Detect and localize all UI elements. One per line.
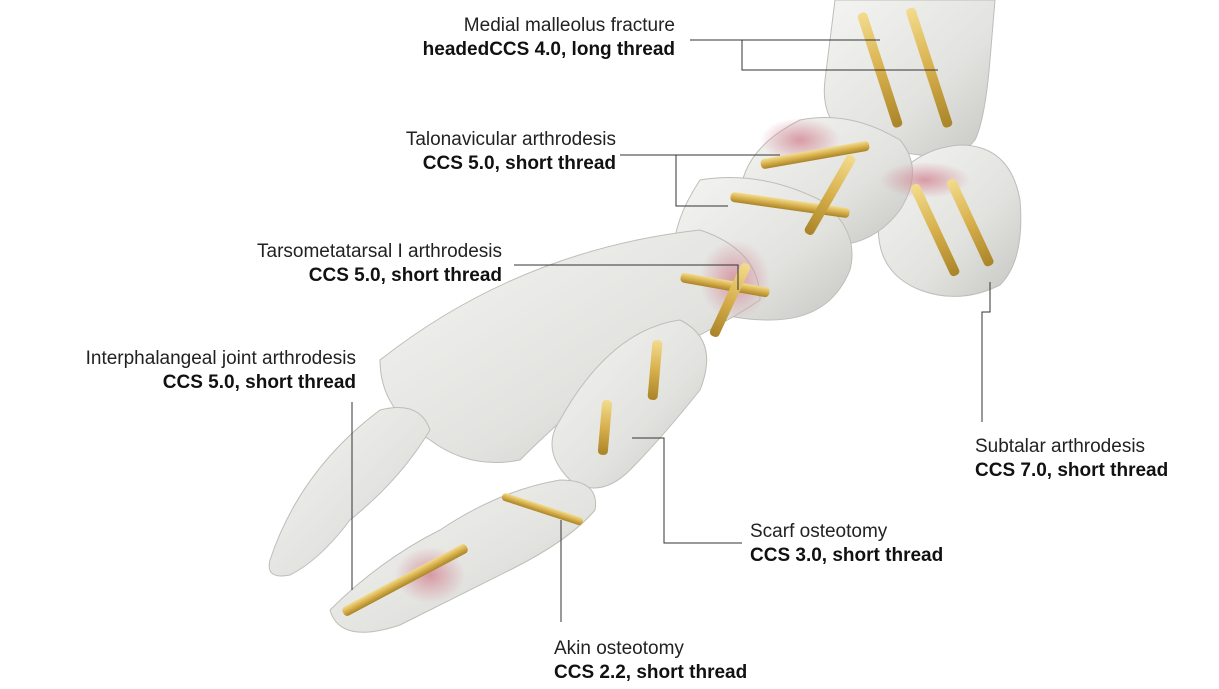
callout-title: Talonavicular arthrodesis bbox=[300, 128, 616, 152]
callout-implant: CCS 5.0, short thread bbox=[150, 264, 502, 288]
callout-implant: CCS 5.0, short thread bbox=[300, 152, 616, 176]
callout-akin: Akin osteotomy CCS 2.2, short thread bbox=[554, 637, 804, 685]
callout-implant: CCS 2.2, short thread bbox=[554, 661, 804, 685]
callout-subtalar: Subtalar arthrodesis CCS 7.0, short thre… bbox=[975, 435, 1215, 483]
callout-implant: CCS 3.0, short thread bbox=[750, 544, 1000, 568]
callout-title: Subtalar arthrodesis bbox=[975, 435, 1215, 459]
callout-talonavicular: Talonavicular arthrodesis CCS 5.0, short… bbox=[300, 128, 616, 176]
callout-medial-malleolus: Medial malleolus fracture headedCCS 4.0,… bbox=[330, 14, 675, 62]
leader-scarf bbox=[632, 438, 742, 543]
callout-title: Akin osteotomy bbox=[554, 637, 804, 661]
leader-subtalar bbox=[982, 282, 990, 422]
callout-title: Scarf osteotomy bbox=[750, 520, 1000, 544]
callout-title: Medial malleolus fracture bbox=[330, 14, 675, 38]
callout-implant: CCS 7.0, short thread bbox=[975, 459, 1215, 483]
callout-tarsometatarsal: Tarsometatarsal I arthrodesis CCS 5.0, s… bbox=[150, 240, 502, 288]
callout-title: Interphalangeal joint arthrodesis bbox=[4, 347, 356, 371]
callout-title: Tarsometatarsal I arthrodesis bbox=[150, 240, 502, 264]
callout-implant: headedCCS 4.0, long thread bbox=[330, 38, 675, 62]
callout-implant: CCS 5.0, short thread bbox=[4, 371, 356, 395]
callout-scarf: Scarf osteotomy CCS 3.0, short thread bbox=[750, 520, 1000, 568]
callout-interphalangeal: Interphalangeal joint arthrodesis CCS 5.… bbox=[4, 347, 356, 395]
